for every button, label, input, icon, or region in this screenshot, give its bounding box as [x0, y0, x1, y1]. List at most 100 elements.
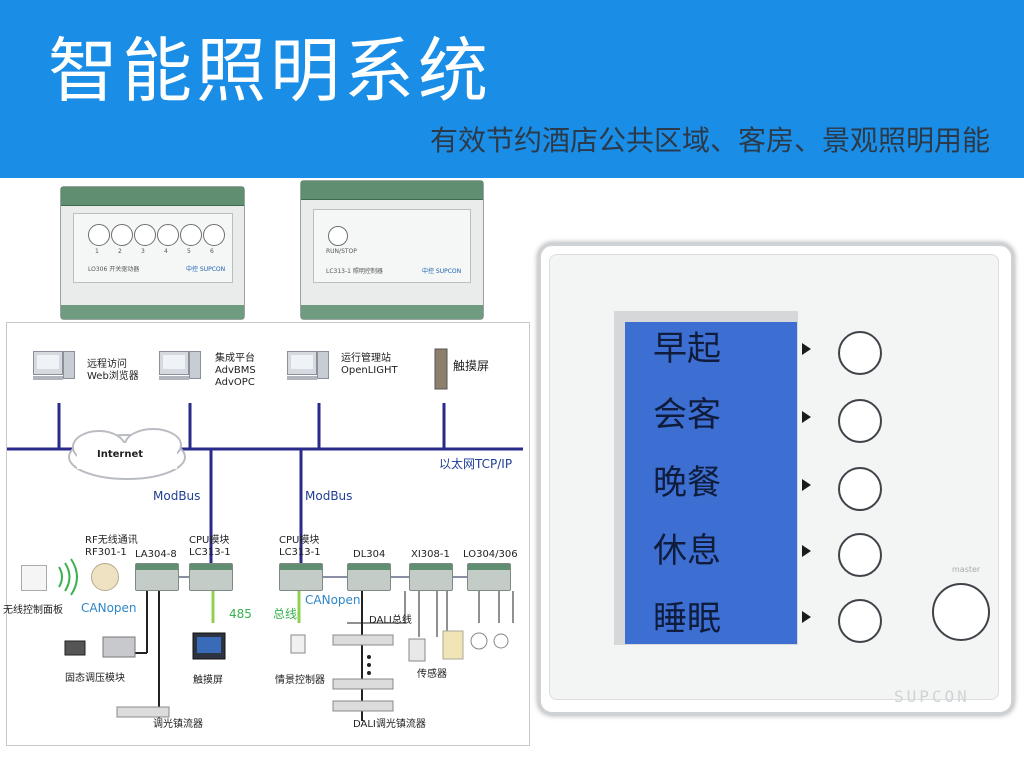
- node-subtitle: AdvBMS: [215, 365, 256, 376]
- ethernet-label: 以太网TCP/IP: [439, 457, 513, 471]
- indicator-arrow-icon: [802, 479, 811, 491]
- la304-device: [135, 563, 179, 591]
- wireless-panel-label: 无线控制面板: [3, 605, 63, 616]
- node-subtitle: AdvOPC: [215, 377, 255, 388]
- device-title: CPU模块: [189, 535, 230, 546]
- scene-control-panel: 早起 会客 晚餐 休息 睡眠 master SUPCON: [538, 243, 1014, 715]
- device-title: CPU模块: [279, 535, 320, 546]
- cpu-left-label: CPU模块 LC313-1: [189, 535, 231, 559]
- sensor-label: 传感器: [417, 669, 447, 680]
- canopen-left-label: CANopen: [81, 601, 137, 615]
- page-title: 智能照明系统: [48, 30, 492, 112]
- node-integration-platform: 集成平台 AdvBMS AdvOPC: [215, 353, 256, 389]
- master-button[interactable]: [932, 583, 990, 641]
- module-button: [157, 224, 179, 246]
- cpu-right-label: CPU模块 LC313-1: [279, 535, 321, 559]
- bus-total-label: 总线: [273, 607, 298, 621]
- module-button: [180, 224, 202, 246]
- scene-label-rest: 休息: [653, 531, 721, 571]
- module-brand: 中控 SUPCON: [186, 266, 226, 273]
- switch-driver-module: 1 2 3 4 5 6 LO306 开关驱动器 中控 SUPCON: [60, 186, 245, 320]
- canopen-right-label: CANopen: [305, 593, 361, 607]
- module-label: LC313-1 照明控制器: [326, 268, 383, 275]
- device-model: LC313-1: [189, 547, 231, 558]
- module-number: 3: [141, 248, 145, 255]
- diagram-lines: [7, 348, 523, 721]
- wireless-panel-device: [21, 565, 47, 591]
- scene-label-sleep: 睡眠: [653, 599, 721, 639]
- indicator-arrow-icon: [802, 411, 811, 423]
- scene-button-sleep[interactable]: [838, 599, 882, 643]
- node-subtitle: Web浏览器: [87, 371, 139, 382]
- module-button: [134, 224, 156, 246]
- xi308-device: [409, 563, 453, 591]
- run-stop-label: RUN/STOP: [326, 248, 357, 255]
- panel-face: 早起 会客 晚餐 休息 睡眠 master SUPCON: [549, 254, 999, 706]
- lo304-device: [467, 563, 511, 591]
- solid-state-module-label: 固态调压模块: [65, 673, 125, 684]
- scene-button-guest[interactable]: [838, 399, 882, 443]
- module-terminal-strip: [301, 181, 483, 200]
- la304-label: LA304-8: [135, 549, 177, 560]
- dali-ballast-label: DALI调光镇流器: [353, 719, 426, 730]
- cpu-right-device: [279, 563, 323, 591]
- run-stop-button: [328, 226, 348, 246]
- modbus-right-label: ModBus: [305, 489, 353, 503]
- bus-485-label: 485: [229, 607, 252, 621]
- touch-screen-label: 触摸屏: [193, 675, 223, 686]
- device-model: RF301-1: [85, 547, 127, 558]
- dl304-device: [347, 563, 391, 591]
- node-title: 集成平台: [215, 353, 255, 364]
- indicator-arrow-icon: [802, 545, 811, 557]
- module-number: 4: [164, 248, 168, 255]
- master-label: master: [952, 565, 981, 574]
- device-model: LC313-1: [279, 547, 321, 558]
- scene-label-dinner: 晚餐: [653, 463, 721, 503]
- module-face: 1 2 3 4 5 6 LO306 开关驱动器 中控 SUPCON: [73, 213, 233, 283]
- node-title: 远程访问: [87, 359, 127, 370]
- node-touch-screen-top: 触摸屏: [453, 359, 490, 373]
- dali-bus-label: DALI总线: [369, 615, 412, 626]
- module-number: 5: [187, 248, 191, 255]
- scene-button-rest[interactable]: [838, 533, 882, 577]
- indicator-arrow-icon: [802, 343, 811, 355]
- dimming-ballast-label: 调光镇流器: [153, 719, 203, 730]
- module-terminal-strip-bottom: [61, 305, 244, 319]
- node-title: 运行管理站: [341, 353, 391, 364]
- module-number: 2: [118, 248, 122, 255]
- device-title: RF无线通讯: [85, 535, 138, 546]
- module-button: [203, 224, 225, 246]
- node-operation-station: 运行管理站 OpenLIGHT: [341, 353, 398, 377]
- module-number: 6: [210, 248, 214, 255]
- module-button: [88, 224, 110, 246]
- scene-button-dinner[interactable]: [838, 467, 882, 511]
- module-label: LO306 开关驱动器: [88, 266, 140, 273]
- scene-label-wake: 早起: [653, 329, 721, 369]
- system-architecture-diagram: 远程访问 Web浏览器 集成平台 AdvBMS AdvOPC 运行管理站 Ope…: [3, 322, 530, 746]
- module-number: 1: [95, 248, 99, 255]
- lo304-label: LO304/306: [463, 549, 518, 560]
- scene-controller-label: 情景控制器: [275, 675, 325, 686]
- lighting-controller-module: RUN/STOP LC313-1 照明控制器 中控 SUPCON: [300, 180, 484, 320]
- node-subtitle: OpenLIGHT: [341, 365, 398, 376]
- node-remote-access: 远程访问 Web浏览器: [87, 359, 139, 383]
- rf-smoke-device: [91, 563, 119, 591]
- xi308-label: XI308-1: [411, 549, 450, 560]
- internet-label: Internet: [97, 449, 144, 460]
- rf-device-label: RF无线通讯 RF301-1: [85, 535, 138, 559]
- module-brand: 中控 SUPCON: [422, 268, 462, 275]
- module-face: RUN/STOP LC313-1 照明控制器 中控 SUPCON: [313, 209, 471, 283]
- module-button: [111, 224, 133, 246]
- lcd-screen: 早起 会客 晚餐 休息 睡眠: [625, 322, 797, 644]
- cpu-left-device: [189, 563, 233, 591]
- modbus-left-label: ModBus: [153, 489, 201, 503]
- indicator-arrow-icon: [802, 611, 811, 623]
- dl304-label: DL304: [353, 549, 386, 560]
- scene-button-wake[interactable]: [838, 331, 882, 375]
- module-terminal-strip-bottom: [301, 305, 483, 319]
- header-banner: 智能照明系统 有效节约酒店公共区域、客房、景观照明用能: [0, 0, 1024, 178]
- scene-label-guest: 会客: [653, 395, 721, 435]
- page-subtitle: 有效节约酒店公共区域、客房、景观照明用能: [430, 124, 991, 157]
- panel-brand: SUPCON: [894, 687, 970, 706]
- module-terminal-strip: [61, 187, 244, 206]
